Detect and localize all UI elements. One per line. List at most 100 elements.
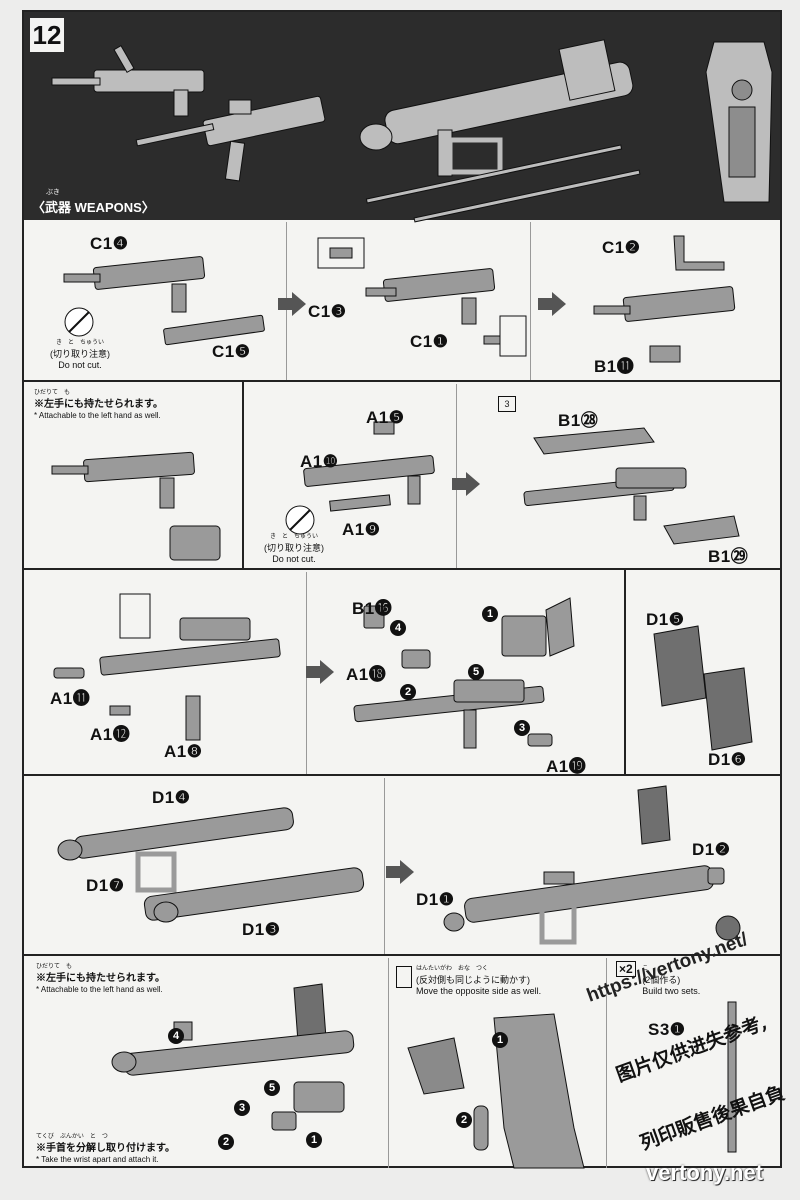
leg-armor-illustration (407, 1013, 585, 1169)
step-1-badge-leg: 1 (492, 1032, 508, 1048)
step-4-badge-row5: 4 (168, 1028, 184, 1044)
note-ruby: き と ちゅうい (55, 340, 104, 346)
note-en: Do not cut. (58, 360, 102, 370)
note-ruby: ひだりて も (34, 390, 71, 396)
divider-row2 (24, 380, 780, 382)
step-2-badge-row5: 2 (218, 1134, 234, 1150)
label-a110: A1❿ (300, 452, 339, 471)
scope-assembly-illustration (353, 597, 575, 749)
label-c14: C1❹ (90, 234, 129, 253)
note-jp: ※手首を分解し取り付けます。 (36, 1143, 175, 1154)
step-4-badge: 4 (390, 620, 406, 636)
step-arrow-4 (306, 660, 334, 684)
divider-row4 (24, 774, 780, 776)
section-title: ぶき 〈武器 WEAPONS〉 (32, 189, 155, 216)
step-2-badge-leg: 2 (456, 1112, 472, 1128)
sight-mount-illustration (523, 427, 740, 545)
label-a18: A1❽ (164, 742, 203, 761)
note-do-not-cut-1: き と ちゅうい (切り取り注意) Do not cut. (50, 338, 110, 371)
rod-illustration (727, 1001, 737, 1153)
note-en: * Attachable to the left hand as well. (36, 985, 163, 994)
weapons-overview-illustration (51, 39, 773, 223)
rifle-in-hand-illustration (51, 451, 221, 561)
rifle-detail-illustration (53, 593, 281, 741)
label-a111: A1⓫ (50, 689, 91, 708)
manual-page: 12 (22, 10, 788, 1169)
note-opposite: はんたいがわ おな つく (反対側も同じように動かす) Move the opp… (416, 964, 541, 997)
step-3-badge-row5: 3 (234, 1100, 250, 1116)
divider-r5b (606, 958, 607, 1168)
label-b111: B1⓫ (594, 357, 635, 376)
opposite-side-icon (396, 966, 412, 988)
note-jp: (反対側も同じように動かす) (416, 975, 530, 985)
count-badge-value: 3 (504, 399, 510, 409)
divider-row3 (24, 568, 780, 570)
note-en: Move the opposite side as well. (416, 986, 542, 996)
step-1-badge: 1 (482, 606, 498, 622)
note-en: * Take the wrist apart and attach it. (36, 1155, 159, 1164)
watermark-footer: vertony.net (646, 1160, 763, 1185)
note-ruby: てくび ぶんかい と つ (36, 1134, 108, 1140)
note-ruby: ひだりて も (36, 964, 73, 970)
label-b116: B1⓰ (352, 599, 393, 618)
bazooka-assembly-illustration (443, 785, 741, 945)
section-title-text: 〈武器 WEAPONS〉 (32, 200, 155, 215)
label-a112: A1⓬ (90, 725, 131, 744)
section-title-ruby: ぶき (46, 189, 60, 196)
label-d17: D1❼ (86, 876, 125, 895)
label-s3: S3❶ (648, 1020, 686, 1039)
step-5-badge-row5: 5 (264, 1080, 280, 1096)
magazine-illustration (653, 625, 753, 751)
divider-row5 (24, 954, 780, 956)
note-jp: ※左手にも持たせられます。 (34, 399, 163, 410)
rifle-parts-illustration-3 (593, 235, 736, 363)
label-c11: C1❶ (410, 332, 449, 351)
note-do-not-cut-2: き と ちゅうい (切り取り注意) Do not cut. (264, 532, 324, 565)
count-badge: 3 (498, 396, 516, 412)
note-en: Do not cut. (272, 554, 316, 564)
weapons-header-panel: 12 (24, 12, 780, 223)
label-d13: D1❸ (242, 920, 281, 939)
divider-r1b (530, 222, 531, 380)
page-number: 12 (30, 18, 64, 52)
note-en: Build two sets. (642, 986, 701, 996)
label-a118-top: A1⓲ (346, 665, 387, 684)
divider-r5a (388, 958, 389, 1168)
watermark-line3: 列印販售後果自負 (637, 1081, 788, 1155)
note-jp: (2個作る) (642, 975, 681, 985)
step-3-badge: 3 (514, 720, 530, 736)
label-d16: D1❻ (708, 750, 747, 769)
bazooka-parts-illustration (57, 807, 365, 923)
note-ruby: こ (642, 966, 649, 972)
note-two-sets: ×2 こ (2個作る) Build two sets. (616, 961, 701, 997)
label-a19: A1❾ (342, 520, 381, 539)
label-a15: A1❺ (366, 408, 405, 427)
note-jp: ※左手にも持たせられます。 (36, 973, 165, 984)
step-arrow-3 (452, 472, 480, 496)
note-ruby: き と ちゅうい (269, 534, 318, 540)
divider-row3-box (624, 568, 626, 776)
divider-r2 (456, 384, 457, 568)
step-1-badge-row5: 1 (306, 1132, 322, 1148)
note-left-hand-1: ひだりて も ※左手にも持たせられます。 * Attachable to the… (34, 388, 163, 421)
note-en: * Attachable to the left hand as well. (34, 411, 161, 420)
step-arrow-2 (538, 292, 566, 316)
label-a119: A1⓳ (546, 757, 587, 776)
note-ruby: はんたいがわ おな つく (416, 966, 489, 972)
note-left-hand-2: ひだりて も ※左手にも持たせられます。 * Attachable to the… (36, 962, 165, 995)
label-b129: B1㉙ (708, 547, 749, 566)
rifle-assembly-illustration (285, 421, 435, 535)
label-b128: B1㉘ (558, 411, 599, 430)
label-d14: D1❹ (152, 788, 191, 807)
label-c13: C1❸ (308, 302, 347, 321)
label-d15: D1❺ (646, 610, 685, 629)
label-c12: C1❷ (602, 238, 641, 257)
step-arrow-5 (386, 860, 414, 884)
label-d11: D1❶ (416, 890, 455, 909)
label-c15: C1❺ (212, 342, 251, 361)
label-d12: D1❷ (692, 840, 731, 859)
note-jp: (切り取り注意) (50, 349, 110, 359)
bazooka-in-hand-illustration (111, 983, 355, 1131)
step-2-badge: 2 (400, 684, 416, 700)
divider-r4 (384, 778, 385, 954)
